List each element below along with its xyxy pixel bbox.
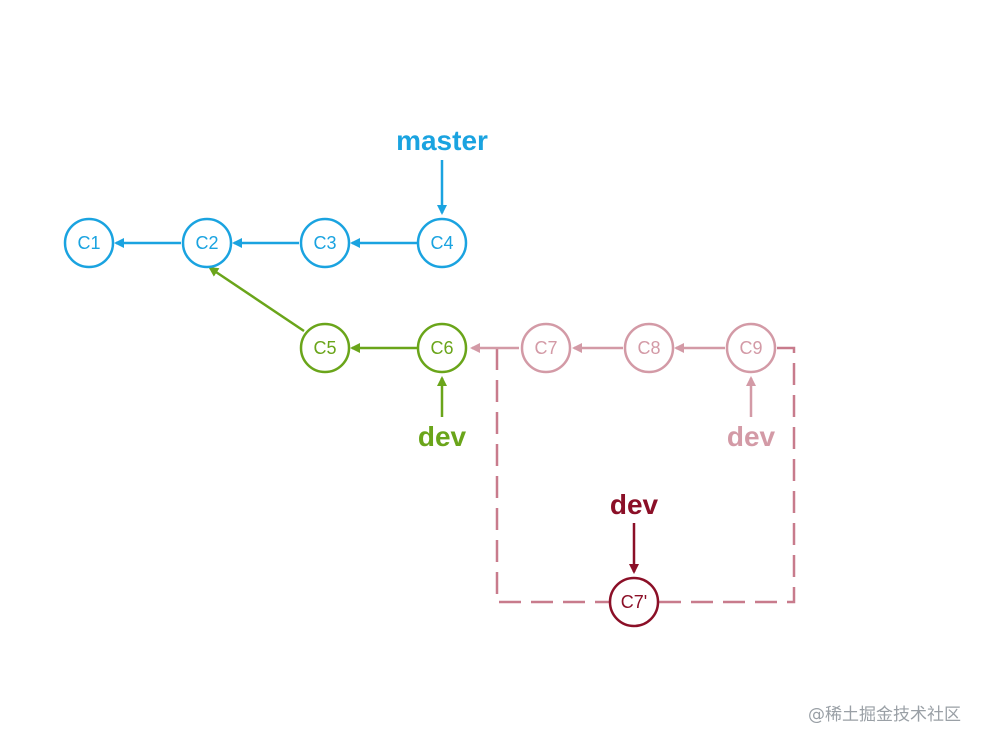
commit-c7-prime: C7' [608, 576, 660, 628]
edge-c5-c2 [208, 266, 305, 333]
commit-c1: C1 [63, 217, 115, 269]
commit-c9: C9 [725, 322, 777, 374]
old-dev-ref-label: dev [727, 421, 776, 452]
commit-c2-label: C2 [195, 233, 218, 253]
commit-c5: C5 [299, 322, 351, 374]
commit-c4: C4 [416, 217, 468, 269]
new-dev-ref-label: dev [610, 489, 659, 520]
commit-c1-label: C1 [77, 233, 100, 253]
commit-c9-label: C9 [739, 338, 762, 358]
commit-c7-prime-label: C7' [621, 592, 647, 612]
watermark: @稀土掘金技术社区 [808, 705, 961, 725]
commit-c8-label: C8 [637, 338, 660, 358]
commit-c4-label: C4 [430, 233, 453, 253]
master-ref-label: master [396, 125, 488, 156]
commit-c3-label: C3 [313, 233, 336, 253]
dev-ref-label: dev [418, 421, 467, 452]
commit-c7: C7 [520, 322, 572, 374]
commit-c8: C8 [623, 322, 675, 374]
commit-c6-label: C6 [430, 338, 453, 358]
commit-c7-label: C7 [534, 338, 557, 358]
rebase-dashed-box [495, 346, 796, 604]
commit-c6: C6 [416, 322, 468, 374]
commit-c5-label: C5 [313, 338, 336, 358]
commit-c2: C2 [181, 217, 233, 269]
commit-c3: C3 [299, 217, 351, 269]
